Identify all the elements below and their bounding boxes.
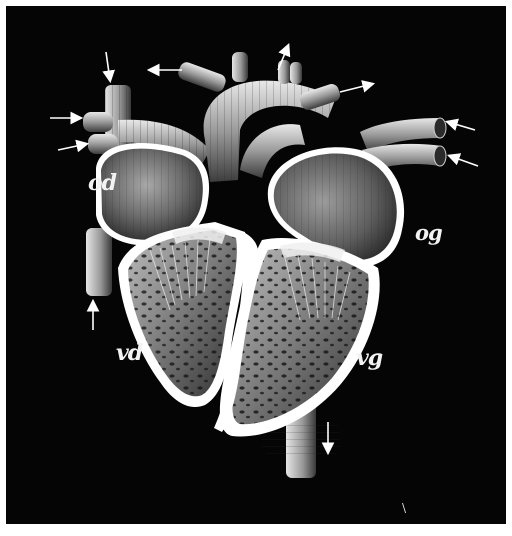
plate-mark: \ [402,501,406,515]
label-right-atrium: od [88,170,116,196]
label-left-atrium: og [415,220,442,245]
label-right-ventricle: vd [116,340,142,366]
inferior-vena-cava [86,228,112,296]
label-left-ventricle: vg [356,345,382,371]
